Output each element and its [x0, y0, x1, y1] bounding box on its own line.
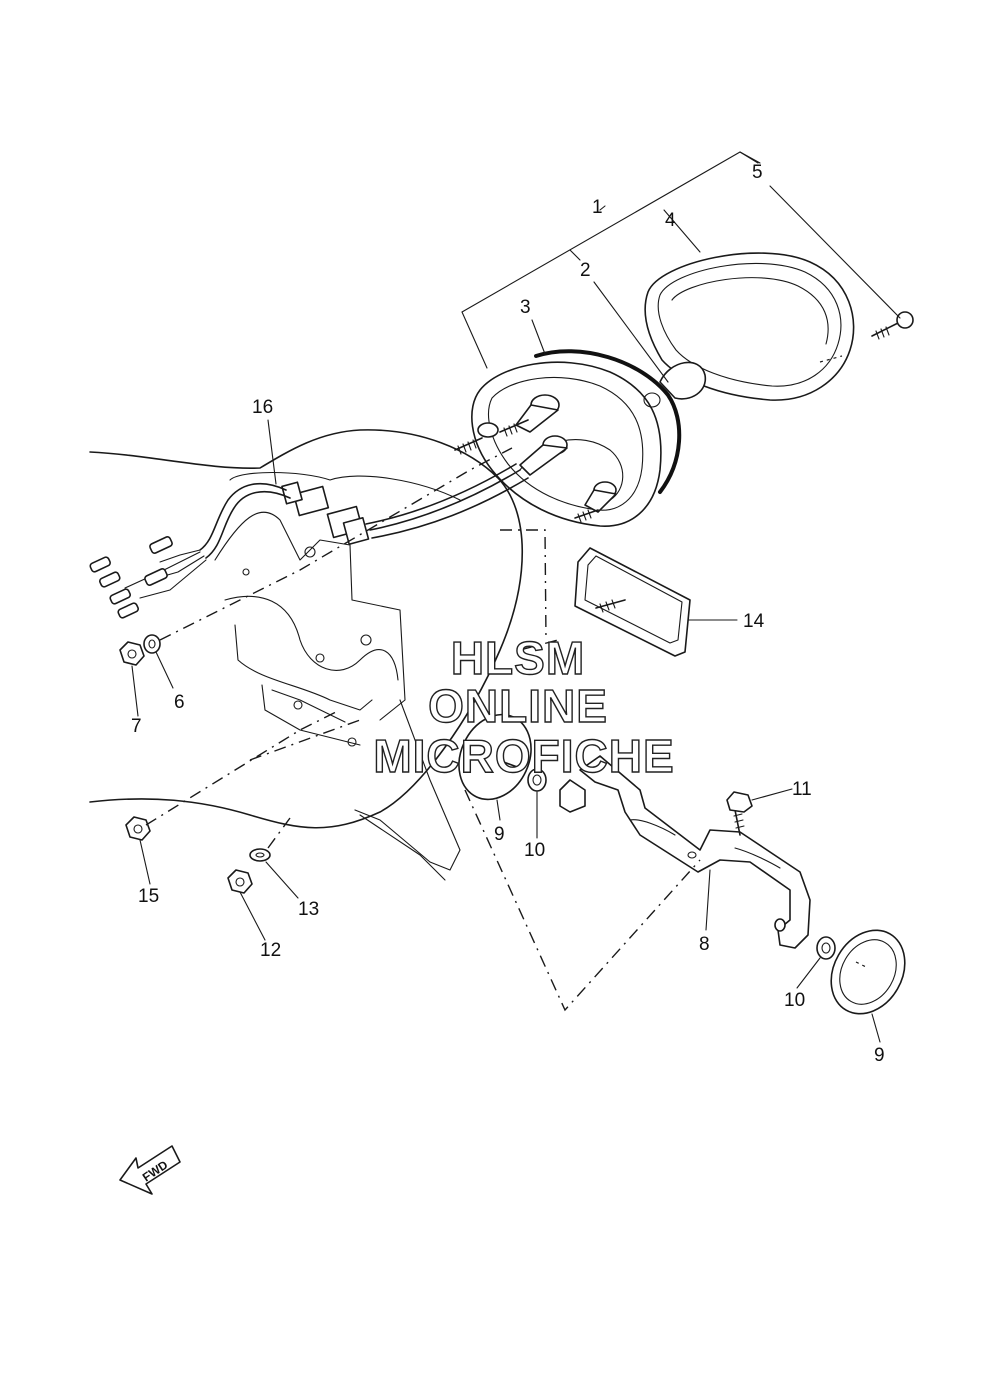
callout-7: 7	[131, 716, 142, 737]
callout-labels: 1 2 3 4 5 6 7 8 9 9 10 10 11 12 13 14 15…	[131, 162, 885, 1066]
callout-10-left: 10	[524, 840, 545, 861]
small-hardware	[119, 634, 271, 894]
callout-16: 16	[252, 397, 273, 418]
watermark-line-1: HLSM	[451, 632, 585, 684]
reflector-bracket	[579, 755, 811, 949]
rear-fender	[89, 429, 524, 881]
reflector-left	[458, 713, 586, 813]
mounting-studs	[454, 419, 599, 523]
bracket-bolt	[726, 791, 753, 836]
callout-13: 13	[298, 899, 319, 920]
callout-1: 1	[592, 197, 603, 218]
wiring-harness	[89, 463, 529, 619]
watermark-line-2: ONLINE	[428, 680, 608, 732]
assembly-lines	[145, 447, 701, 1012]
callout-14: 14	[743, 611, 765, 632]
callout-9-right: 9	[874, 1045, 885, 1066]
callout-15: 15	[138, 886, 159, 907]
lens-screw	[871, 311, 914, 340]
callout-11: 11	[792, 779, 812, 800]
callout-8: 8	[699, 934, 710, 955]
taillight-housing	[471, 361, 662, 527]
callout-2: 2	[580, 260, 591, 281]
callout-9-left: 9	[494, 824, 505, 845]
leader-lines	[131, 151, 901, 1043]
reflector-right	[816, 929, 906, 1015]
forward-arrow-icon: FWD	[119, 1145, 181, 1195]
watermark-line-3: MICROFICHE	[373, 730, 674, 782]
watermark: HLSM ONLINE MICROFICHE	[373, 631, 675, 782]
callout-5: 5	[752, 162, 763, 183]
taillight-lens	[644, 252, 855, 401]
callout-4: 4	[665, 210, 676, 231]
callout-12: 12	[260, 940, 281, 961]
callout-10-right: 10	[784, 990, 805, 1011]
callout-6: 6	[174, 692, 185, 713]
lens-gasket	[534, 349, 682, 494]
callout-3: 3	[520, 297, 531, 318]
license-light	[574, 547, 691, 657]
